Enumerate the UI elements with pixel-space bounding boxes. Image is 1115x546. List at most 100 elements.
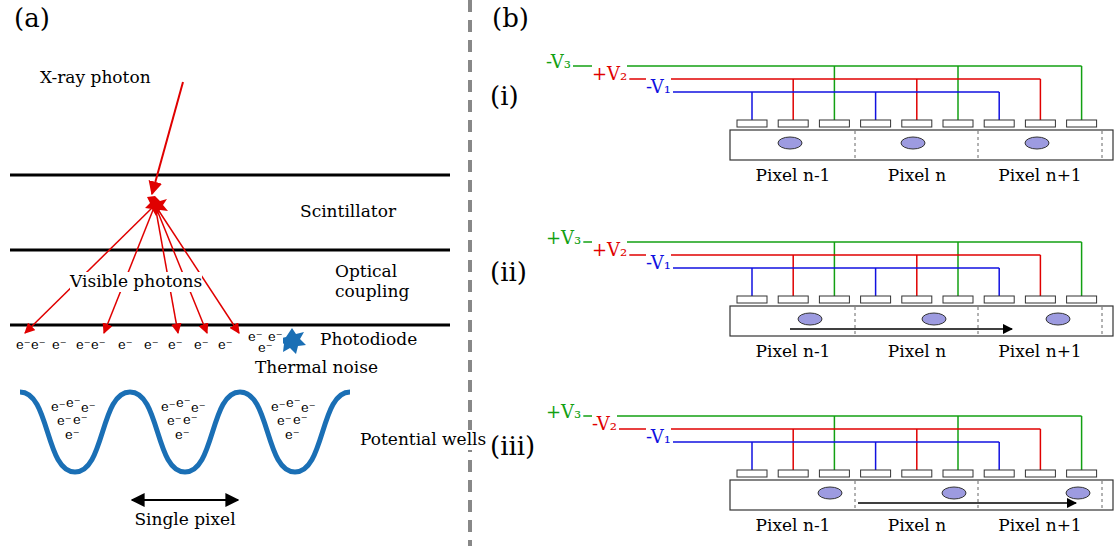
voltage-label: +V₃ [546, 228, 581, 249]
transfer-arrow [858, 502, 1076, 504]
electron: e⁻ [16, 338, 31, 353]
clock-drop [875, 442, 877, 470]
electron: e⁻ [286, 396, 301, 411]
pixel-label: Pixel n-1 [756, 516, 831, 536]
voltage-label: +V₂ [592, 240, 627, 261]
ccd-step [583, 416, 1113, 510]
gate-electrode [1067, 470, 1097, 477]
clock-drop [875, 268, 877, 296]
layer-label: Scintillator [300, 202, 396, 222]
clock-drop [1040, 79, 1042, 120]
gate-electrode [819, 296, 849, 303]
charge-packet [922, 313, 946, 325]
gate-electrode [819, 120, 849, 127]
gate-electrode [861, 296, 891, 303]
pixel-boundary [855, 307, 856, 335]
electron: e⁻ [176, 396, 191, 411]
clock-drop [1081, 66, 1083, 120]
clock-drop [916, 255, 918, 296]
electron: e⁻ [66, 396, 81, 411]
clock-drop [834, 242, 836, 296]
gate-electrode [861, 120, 891, 127]
voltage-label: -V₃ [546, 52, 571, 73]
electron: e⁻ [277, 414, 292, 429]
gate-electrode [1025, 470, 1055, 477]
electron: e⁻ [268, 330, 283, 345]
electron: e⁻ [271, 400, 286, 415]
gate-electrode [778, 120, 808, 127]
xray-arrow [152, 82, 183, 194]
clock-wire [583, 241, 1081, 243]
clock-drop [1040, 429, 1042, 470]
electron: e⁻ [91, 338, 106, 353]
panel-label: (a) [14, 4, 50, 34]
gate-electrode [1025, 120, 1055, 127]
ccd-substrate [730, 480, 1113, 510]
clock-wire [573, 65, 1082, 67]
gate-electrode [737, 470, 767, 477]
pixel-boundary [855, 481, 856, 509]
electron: e⁻ [31, 338, 46, 353]
clock-drop [834, 416, 836, 470]
charge-packet [901, 137, 925, 149]
gate-electrode [778, 470, 808, 477]
electron: e⁻ [285, 428, 300, 443]
gate-electrode [902, 470, 932, 477]
clock-drop [1081, 242, 1083, 296]
step-label: (i) [490, 82, 519, 112]
charge-packet [798, 313, 822, 325]
ccd-substrate [730, 306, 1113, 336]
ccd-sections [573, 66, 1113, 510]
ccd-substrate [730, 130, 1113, 160]
clock-drop [792, 429, 794, 470]
electron: e⁻ [218, 338, 233, 353]
voltage-label: -V₂ [592, 414, 617, 435]
pixel-boundary [978, 307, 979, 335]
electron: e⁻ [167, 414, 182, 429]
electron: e⁻ [144, 338, 159, 353]
voltage-label: -V₁ [646, 77, 671, 98]
clock-drop [792, 255, 794, 296]
electron: e⁻ [175, 428, 190, 443]
gate-electrode [1025, 296, 1055, 303]
gate-electrode [984, 470, 1014, 477]
pixel-label: Pixel n [888, 342, 946, 362]
clock-drop [957, 416, 959, 470]
layer-label: Optical coupling [335, 262, 435, 301]
gate-electrode [861, 470, 891, 477]
pixel-width-arrow [132, 499, 238, 501]
clock-drop [916, 429, 918, 470]
clock-drop [998, 442, 1000, 470]
electron: e⁻ [118, 338, 133, 353]
gate-electrode [984, 120, 1014, 127]
electron: e⁻ [52, 338, 67, 353]
electron: e⁻ [168, 338, 183, 353]
pixel-label: Pixel n [888, 516, 946, 536]
photon-label: Visible photons [70, 272, 202, 292]
clock-wire [629, 78, 1040, 80]
clock-drop [916, 79, 918, 120]
clock-wire [673, 441, 999, 443]
electron: e⁻ [73, 413, 88, 428]
photon-label: X-ray photon [40, 68, 151, 88]
clock-wire [673, 267, 999, 269]
electron: e⁻ [57, 414, 72, 429]
dimension-label: Single pixel [134, 510, 235, 530]
pixel-boundary [978, 481, 979, 509]
pixel-label: Pixel n+1 [998, 342, 1081, 362]
clock-drop [751, 442, 753, 470]
charge-packet [1025, 137, 1049, 149]
ccd-step [583, 242, 1113, 336]
charge-packet [778, 137, 802, 149]
clock-drop [1040, 255, 1042, 296]
gate-electrode [902, 296, 932, 303]
clock-wire [619, 428, 1040, 430]
clock-drop [957, 242, 959, 296]
transfer-arrow [790, 328, 1012, 330]
clock-drop [751, 268, 753, 296]
step-label: (iii) [490, 432, 535, 462]
clock-drop [875, 92, 877, 120]
electron: e⁻ [76, 338, 91, 353]
charge-packet [942, 487, 966, 499]
